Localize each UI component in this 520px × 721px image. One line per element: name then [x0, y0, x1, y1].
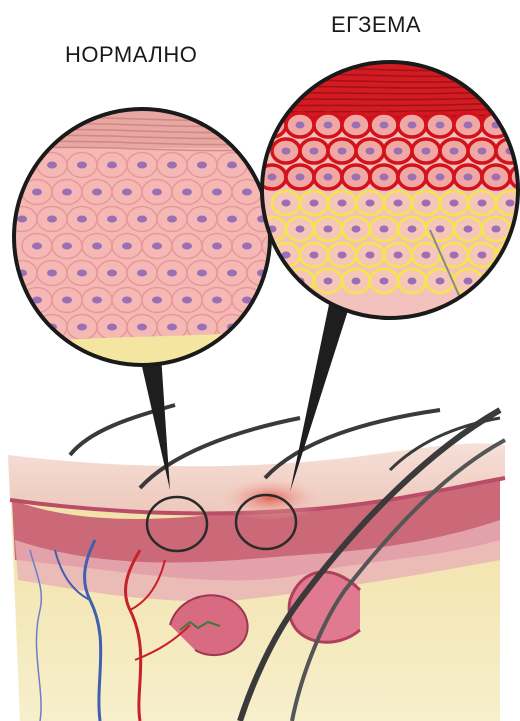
normal-label: НОРМАЛНО: [65, 42, 197, 68]
eczema-skin-magnifier-icon: [258, 60, 520, 320]
eczema-label: ЕГЗЕМА: [331, 12, 421, 38]
skin-cross-section-icon: [8, 405, 505, 721]
